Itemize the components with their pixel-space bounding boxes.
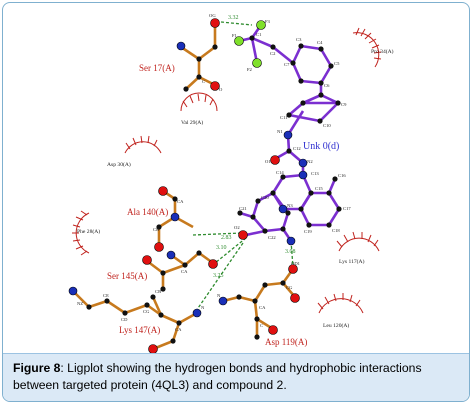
atom-label-cb-ala: CB [153, 227, 159, 232]
atom-label-c9: C9 [341, 102, 347, 107]
figure-caption-text: : Ligplot showing the hydrogen bonds and… [13, 361, 422, 392]
atom-label-c3: C3 [296, 37, 302, 42]
atom-label-n1: N1 [277, 129, 283, 134]
atom-label-n3: N3 [287, 203, 293, 208]
hydrophobic-label-pro34: Pro 34(A) [371, 48, 394, 55]
atom-label-c19: C19 [304, 229, 312, 234]
atom-label-cg: CG [143, 309, 150, 314]
atom-label-n2: N2 [307, 159, 313, 164]
figure-caption-label: Figure 8 [13, 361, 61, 375]
atom-label-o1: O1 [265, 159, 271, 164]
hbond-distance-d5: 3.08 [285, 249, 296, 255]
hbond-distance-d3: 3.10 [216, 245, 227, 251]
atom-label-ca-ala: CA [177, 199, 184, 204]
atom-label-c7: C7 [284, 62, 290, 67]
hydrophobic-arc-lys117 [336, 231, 380, 252]
residue-label-ser17: Ser 17(A) [139, 63, 175, 73]
atom-label-c1: C1 [256, 32, 262, 37]
atom-label-c21: C21 [239, 206, 247, 211]
atom-label-cb-ser: CB [155, 289, 161, 294]
atom-label-c-asp: C [260, 323, 263, 328]
atom-label-c22: C22 [268, 235, 276, 240]
atom-label-c4: C4 [317, 40, 323, 45]
residue-asp119 [222, 268, 296, 337]
atom-label-c2: C2 [270, 51, 276, 56]
residue-label-lys147: Lys 147(A) [119, 325, 160, 335]
ligand-label: Unk 0(d) [303, 141, 339, 152]
atom-label-c11: C11 [280, 115, 288, 120]
atom-label-c14: C14 [276, 170, 284, 175]
atom-label-cg-asp: CG [286, 285, 293, 290]
hydrophobic-label-val29: Val 29(A) [181, 119, 203, 126]
residue-lys147 [72, 290, 198, 351]
atom-label-ca-asp: CA [259, 305, 266, 310]
atoms-nitrogen [68, 41, 308, 318]
hbond-distance-d2: 2.83 [221, 235, 232, 241]
atom-label-nz: NZ [77, 301, 83, 306]
hbond-distance-d4: 3.25 [213, 273, 224, 279]
hydrophobic-label-phe28: Phe 28(A) [77, 228, 100, 235]
atom-label-c6: C6 [324, 83, 330, 88]
atom-label-ca-lys: CA [175, 327, 182, 332]
atom-label-c13: C13 [311, 171, 319, 176]
residue-ser145 [146, 251, 214, 289]
atoms-oxygen [142, 18, 300, 353]
atom-label-c16: C16 [338, 173, 346, 178]
hydrophobic-arc-leu120 [317, 293, 364, 314]
atom-label-f2: F2 [247, 67, 253, 72]
atom-label-og: OG [209, 13, 216, 18]
hydrophobic-arc-asp30 [124, 135, 162, 154]
atom-label-o2: O2 [234, 225, 240, 230]
atom-label-c15: C15 [315, 186, 323, 191]
atom-label-c17: C17 [343, 206, 351, 211]
hydrophobic-arc-pro34 [352, 27, 382, 68]
atoms-fluorine [234, 20, 266, 68]
hydrophobic-label-asp30: Asp 30(A) [107, 161, 131, 168]
residue-label-asp119: Asp 119(A) [265, 337, 307, 347]
ligplot-diagram: OG F3 F1 F2 C1 C2 C3 C4 C5 C6 C7 C9 C10 … [68, 13, 394, 353]
atom-label-c20: C20 [261, 195, 269, 200]
hydrophobic-arc-phe28 [72, 210, 90, 256]
hydrophobic-arc-val29 [180, 92, 218, 112]
figure-frame: OG F3 F1 F2 C1 C2 C3 C4 C5 C6 C7 C9 C10 … [2, 2, 470, 402]
residue-label-ala140: Ala 140(A) [127, 207, 168, 217]
atom-label-n-asp: N [217, 293, 221, 298]
residue-label-ser145: Ser 145(A) [107, 271, 147, 281]
atom-label-f1: F1 [232, 33, 238, 38]
atom-label-o-ser17: O [219, 87, 223, 92]
atom-label-c18: C18 [332, 228, 340, 233]
atom-label-c12: C12 [293, 146, 301, 151]
atom-label-n-lys: N [201, 305, 205, 310]
atom-label-f3: F3 [265, 19, 271, 24]
atoms-carbon [86, 35, 342, 344]
atom-label-c10: C10 [323, 123, 331, 128]
hydrophobic-label-lys117: Lys 117(A) [339, 258, 365, 265]
hydrophobic-label-leu120: Leu 120(A) [323, 322, 349, 329]
atom-label-c5: C5 [334, 61, 340, 66]
atom-label-od1: OD1 [291, 261, 301, 266]
hydrogen-bonds [192, 21, 294, 312]
atom-label-c-ser17: C [202, 79, 205, 84]
hbond-distance-d1: 3.32 [228, 15, 239, 21]
figure-caption: Figure 8: Ligplot showing the hydrogen b… [3, 353, 469, 401]
atom-label-cd: CD [121, 317, 128, 322]
atom-label-ce: CE [103, 293, 109, 298]
atom-label-ca-ser: CA [181, 269, 188, 274]
